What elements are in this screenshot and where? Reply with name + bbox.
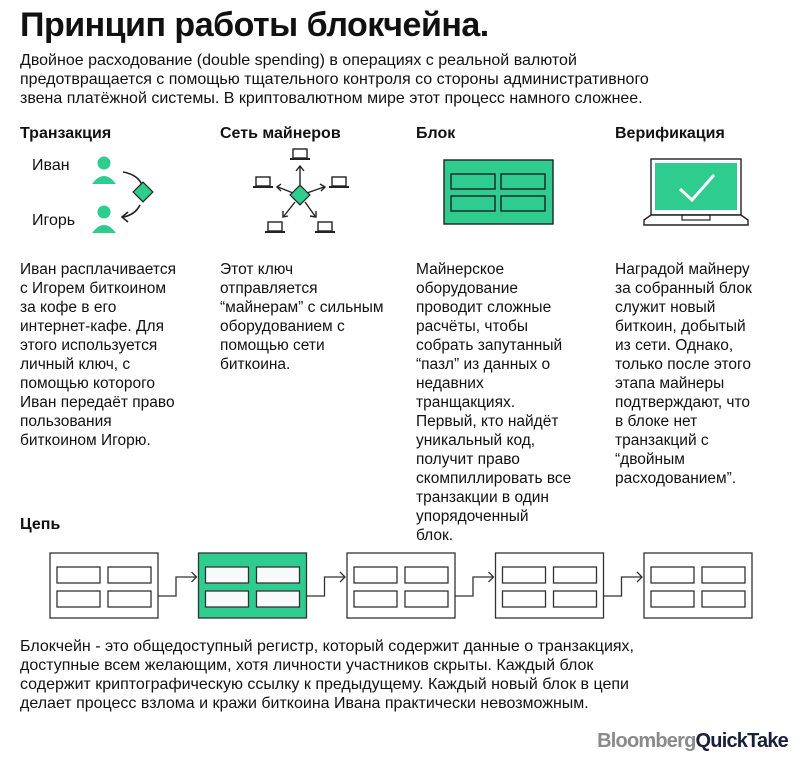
chain-arrowhead-icon bbox=[488, 571, 495, 583]
text-verification: Наградой майнеру за собранный блок служи… bbox=[615, 261, 752, 487]
chain-block-cell bbox=[353, 590, 398, 608]
chain-block-cell bbox=[56, 566, 101, 584]
chain-arrowhead-icon bbox=[191, 571, 198, 583]
block-icon bbox=[443, 159, 554, 225]
chain-block-cell bbox=[701, 566, 746, 584]
chain-block-cell bbox=[650, 590, 695, 608]
chain-block-cell bbox=[255, 590, 301, 608]
heading-verification: Верификация bbox=[615, 125, 725, 142]
chain-block-cell bbox=[56, 590, 101, 608]
chain-block-cell bbox=[404, 566, 449, 584]
miners-network-icon bbox=[253, 148, 349, 233]
chain-block-cell bbox=[107, 590, 152, 608]
chain-block-cell bbox=[353, 566, 398, 584]
transaction-icon bbox=[92, 156, 154, 233]
chain-arrow bbox=[306, 576, 345, 597]
page-title: Принцип работы блокчейна. bbox=[20, 6, 489, 44]
chain-block bbox=[49, 552, 159, 619]
chain-diagram bbox=[49, 552, 753, 619]
chain-block-cell bbox=[701, 590, 746, 608]
bloomberg-quicktake-logo: BloombergQuickTake bbox=[597, 730, 789, 753]
logo-quicktake: QuickTake bbox=[695, 730, 789, 752]
chain-block-cell bbox=[552, 590, 598, 608]
chain-block-cell bbox=[501, 590, 547, 608]
chain-block-cell bbox=[204, 566, 250, 584]
chain-block-cell bbox=[552, 566, 598, 584]
chain-block-cell bbox=[255, 566, 301, 584]
outro-text: Блокчейн - это общедоступный регистр, ко… bbox=[20, 638, 634, 712]
chain-arrow bbox=[603, 576, 642, 597]
chain-block-cell bbox=[204, 590, 250, 608]
chain-block bbox=[346, 552, 456, 619]
chain-block bbox=[494, 552, 605, 619]
laptop-check-icon bbox=[643, 158, 749, 226]
person-igor-icon bbox=[92, 205, 116, 233]
chain-block bbox=[197, 552, 308, 619]
chain-arrow bbox=[158, 576, 197, 597]
chain-heading: Цепь bbox=[20, 516, 61, 533]
chain-arrowhead-icon bbox=[636, 571, 643, 583]
text-transaction: Иван расплачивается с Игорем биткоином з… bbox=[20, 261, 176, 449]
text-miners-network: Этот ключ отправляется “майнерам” с силь… bbox=[220, 261, 384, 373]
chain-block-cell bbox=[501, 566, 547, 584]
heading-transaction: Транзакция bbox=[20, 125, 112, 142]
intro-text: Двойное расходование (double spending) в… bbox=[20, 52, 649, 107]
name-ivan: Иван bbox=[32, 157, 70, 174]
logo-bloomberg: Bloomberg bbox=[597, 730, 696, 752]
chain-arrow bbox=[455, 576, 494, 597]
person-ivan-icon bbox=[92, 156, 116, 184]
chain-block bbox=[643, 552, 753, 619]
name-igor: Игорь bbox=[32, 212, 76, 229]
chain-block-cell bbox=[107, 566, 152, 584]
chain-block-cell bbox=[650, 566, 695, 584]
text-block: Майнерское оборудование проводит сложные… bbox=[416, 261, 572, 544]
heading-block: Блок bbox=[416, 125, 456, 142]
chain-arrowhead-icon bbox=[339, 571, 346, 583]
chain-block-cell bbox=[404, 590, 449, 608]
heading-miners-network: Сеть майнеров bbox=[220, 125, 341, 142]
